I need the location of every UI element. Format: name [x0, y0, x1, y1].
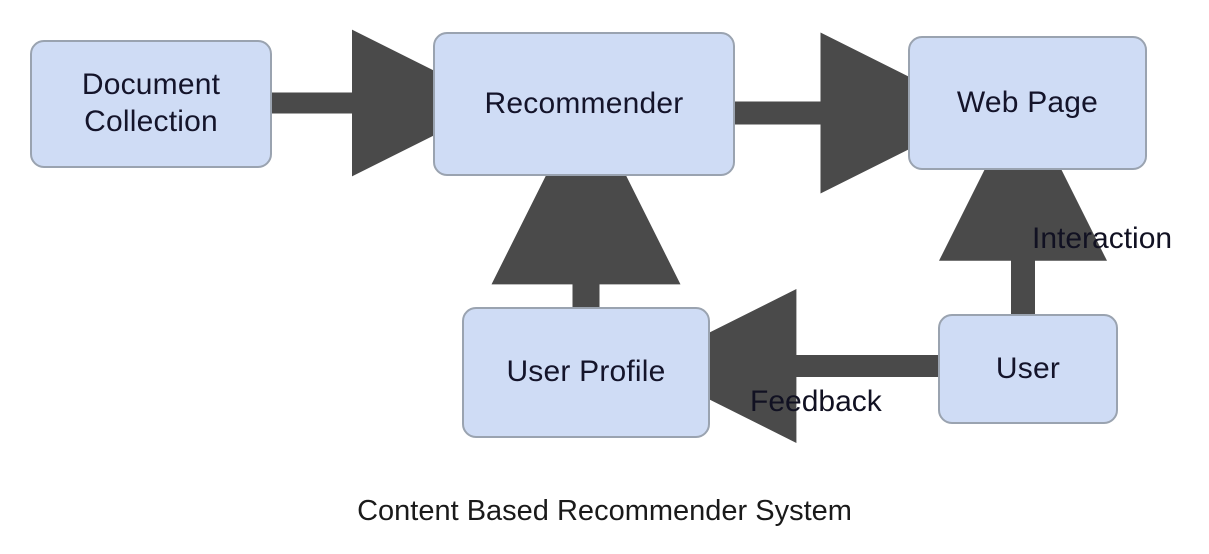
node-web-page[interactable]: Web Page	[908, 36, 1147, 170]
node-label-line-1: Document	[81, 68, 221, 102]
node-label-web-page: Web Page	[956, 85, 1099, 119]
node-user-profile[interactable]: User Profile	[462, 307, 710, 438]
edge-label-feedback: Feedback	[750, 385, 882, 418]
node-document-collection[interactable]: Document Collection	[30, 40, 272, 168]
node-label-user: User	[995, 351, 1061, 385]
diagram-caption: Content Based Recommender System	[357, 495, 852, 527]
node-label-user-profile: User Profile	[506, 355, 666, 389]
node-label-recommender: Recommender	[484, 86, 684, 120]
node-user[interactable]: User	[938, 314, 1118, 424]
node-label-line-2: Collection	[84, 105, 218, 138]
edge-label-interaction: Interaction	[1032, 222, 1173, 255]
node-label-document-collection: Document Collection	[82, 67, 220, 140]
node-recommender[interactable]: Recommender	[433, 32, 735, 176]
